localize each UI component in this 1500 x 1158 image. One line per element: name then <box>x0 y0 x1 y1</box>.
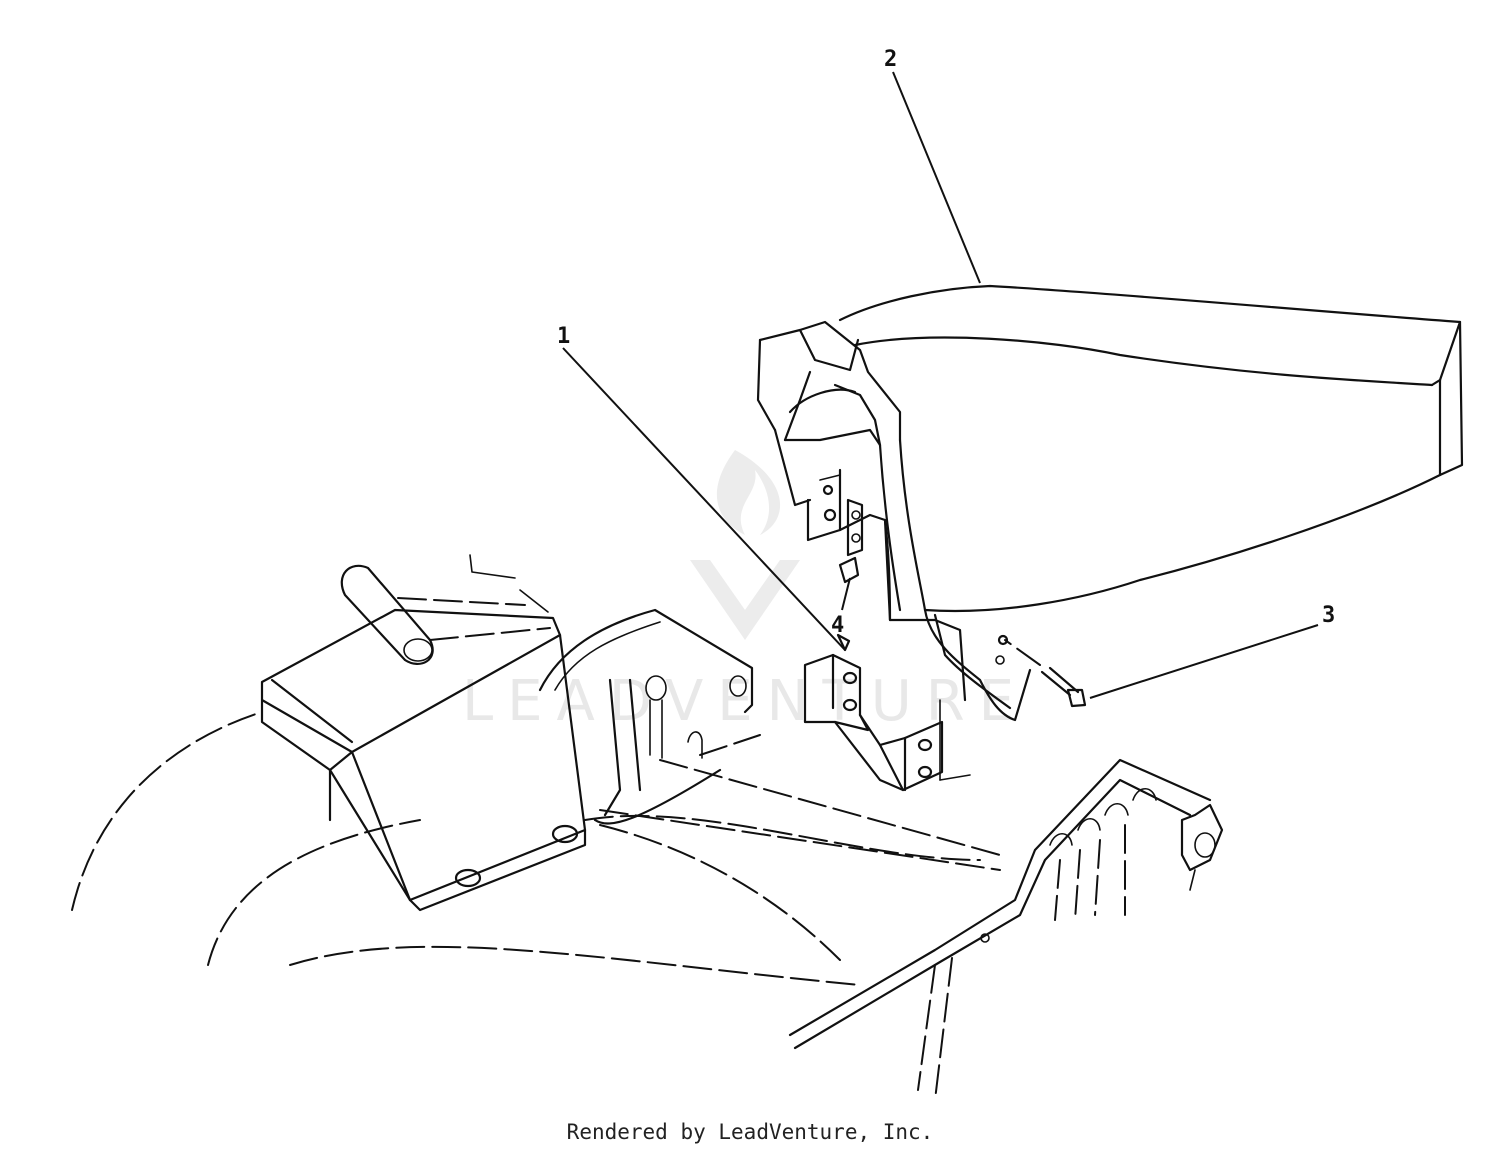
render-credit: Rendered by LeadVenture, Inc. <box>566 1120 934 1144</box>
leader-item-4 <box>841 577 851 611</box>
item-1-mounting-bracket <box>803 653 944 792</box>
callout-labels: 1 2 3 4 <box>557 47 1335 638</box>
watermark-text: LEADVENTURE <box>462 669 1028 734</box>
item-3-bolt <box>1004 639 1087 708</box>
mower-deck-outline <box>71 711 1001 986</box>
frame-rail <box>788 758 1224 1101</box>
callout-2: 2 <box>884 47 897 72</box>
watermark: LEADVENTURE <box>462 450 1028 734</box>
item-2-discharge-chute <box>756 284 1464 781</box>
item-4-clip <box>838 498 864 584</box>
callout-3: 3 <box>1322 603 1335 628</box>
leader-item-1 <box>562 347 846 651</box>
deck-mount-plate <box>538 608 761 825</box>
discharge-box <box>260 554 587 912</box>
leader-item-2 <box>892 71 981 284</box>
callout-leaders <box>562 71 1319 699</box>
callout-4: 4 <box>831 613 844 638</box>
leader-item-3 <box>1089 624 1319 699</box>
callout-1: 1 <box>557 324 570 349</box>
